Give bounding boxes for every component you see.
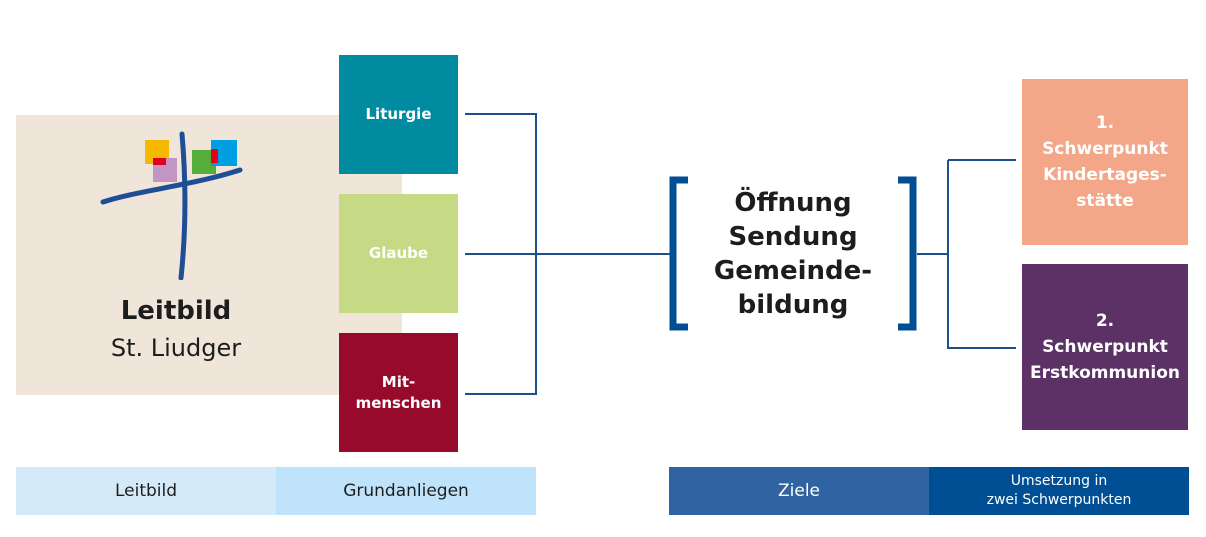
open-bracket: [669, 176, 688, 331]
box-schwerpunkt-2: 2. Schwerpunkt Erstkommunion: [1022, 264, 1188, 430]
box-glaube-label: Glaube: [368, 244, 429, 262]
box-mitmenschen: Mit- menschen: [339, 333, 458, 452]
footer-leitbild: Leitbild: [16, 467, 276, 515]
center-line-2: Sendung: [728, 222, 858, 252]
center-line-4: bildung: [737, 290, 849, 320]
center-line-1: Öffnung: [734, 188, 852, 218]
footer-grundanliegen-label: Grundanliegen: [343, 481, 469, 501]
right-bracket-connector: [917, 159, 1016, 349]
footer-ziele: Ziele: [669, 467, 929, 515]
footer-leitbild-label: Leitbild: [114, 481, 178, 501]
left-bracket-connector: [465, 113, 670, 395]
box-schwerpunkt-2-label: 2. Schwerpunkt Erstkommunion: [1029, 311, 1180, 383]
footer-ziele-label: Ziele: [777, 481, 820, 501]
box-liturgie-label: Liturgie: [365, 105, 432, 123]
center-goals-text: Öffnung Sendung Gemeinde- bildung: [688, 186, 898, 322]
box-liturgie: Liturgie: [339, 55, 458, 174]
leitbild-title: Leitbild: [120, 296, 232, 326]
close-bracket: [898, 176, 917, 331]
center-line-3: Gemeinde-: [713, 256, 873, 286]
box-schwerpunkt-1-label: 1. Schwerpunkt Kindertages- stätte: [1042, 113, 1168, 211]
st-liudger-cross-logo: [100, 131, 243, 280]
footer-grundanliegen: Grundanliegen: [276, 467, 536, 515]
leitbild-subtitle: St. Liudger: [110, 334, 242, 362]
box-schwerpunkt-1: 1. Schwerpunkt Kindertages- stätte: [1022, 79, 1188, 245]
footer-umsetzung-label: Umsetzung in zwei Schwerpunkten: [986, 473, 1132, 508]
box-glaube: Glaube: [339, 194, 458, 313]
box-mitmenschen-label: Mit- menschen: [355, 372, 442, 412]
footer-umsetzung: Umsetzung in zwei Schwerpunkten: [929, 467, 1189, 515]
